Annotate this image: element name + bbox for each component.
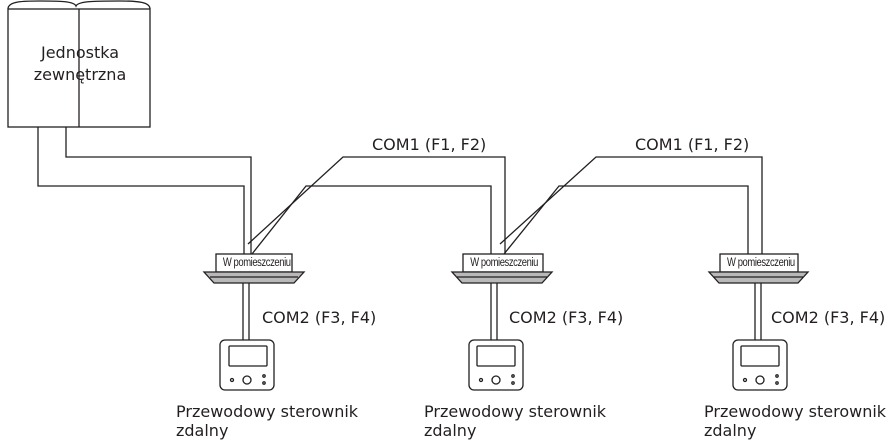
remote-controller-2 bbox=[468, 339, 524, 391]
controller-3-label-line2: zdalny bbox=[704, 421, 757, 440]
controller-2-label-line2: zdalny bbox=[424, 421, 477, 440]
controller-2-label: Przewodowy sterownik zdalny bbox=[424, 402, 606, 440]
com2-wiring bbox=[242, 283, 762, 340]
remote-controller-1 bbox=[219, 339, 275, 391]
com2-label-3: COM2 (F3, F4) bbox=[771, 308, 886, 327]
indoor-unit-3 bbox=[707, 253, 810, 284]
controller-2-label-line1: Przewodowy sterownik bbox=[424, 402, 607, 421]
controller-1-label-line1: Przewodowy sterownik bbox=[176, 402, 359, 421]
com2-label-2: COM2 (F3, F4) bbox=[509, 308, 624, 327]
indoor-unit-1 bbox=[202, 253, 306, 284]
outdoor-unit bbox=[7, 0, 151, 128]
outdoor-to-indoor-wiring bbox=[37, 127, 252, 254]
controller-1-label: Przewodowy sterownik zdalny bbox=[176, 402, 358, 440]
indoor-unit-2 bbox=[450, 253, 554, 284]
indoor-unit-3-label: W pomieszczeniu bbox=[727, 257, 795, 269]
com1-label-2: COM1 (F1, F2) bbox=[635, 135, 750, 154]
com1-wiring-2-3 bbox=[499, 156, 763, 255]
controller-1-label-line2: zdalny bbox=[176, 421, 229, 440]
com1-label-1: COM1 (F1, F2) bbox=[372, 135, 487, 154]
indoor-unit-1-label: W pomieszczeniu bbox=[222, 257, 291, 269]
controller-3-label-line1: Przewodowy sterownik bbox=[704, 402, 887, 421]
outdoor-unit-label: Jednostka zewnętrzna bbox=[12, 42, 148, 86]
com2-label-1: COM2 (F3, F4) bbox=[262, 308, 377, 327]
remote-controller-3 bbox=[732, 339, 788, 391]
outdoor-unit-label-line1: Jednostka bbox=[40, 43, 120, 62]
indoor-unit-2-label: W pomieszczeniu bbox=[470, 257, 538, 269]
controller-3-label: Przewodowy sterownik zdalny bbox=[704, 402, 886, 440]
com1-wiring-1-2 bbox=[247, 156, 506, 255]
outdoor-unit-label-line2: zewnętrzna bbox=[33, 65, 127, 84]
